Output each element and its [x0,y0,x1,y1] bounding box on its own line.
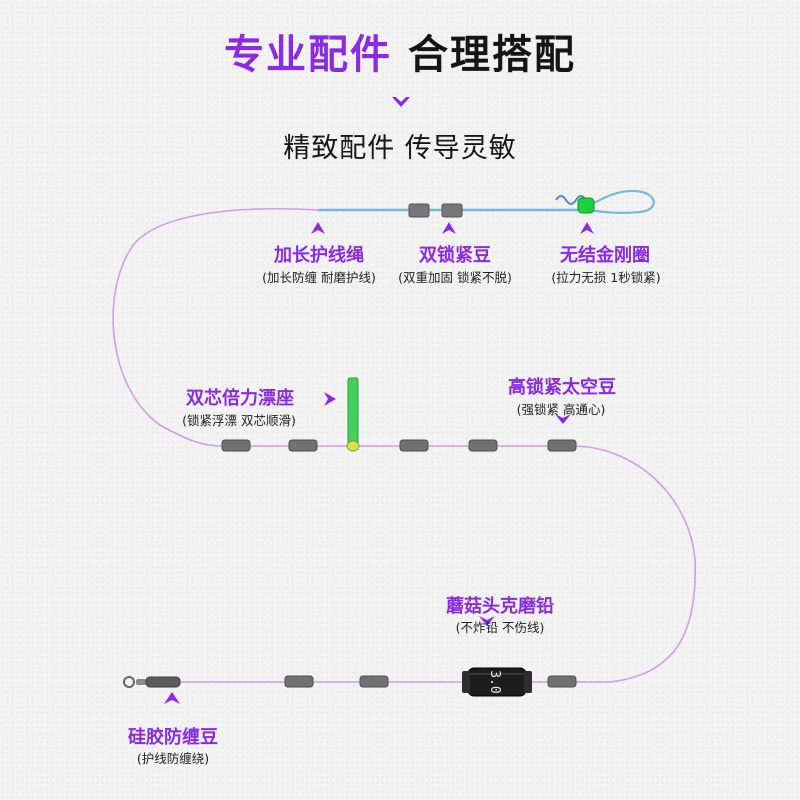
sinker-weight-mark: 3.0 [487,670,502,693]
lock-bead-2 [441,203,463,218]
part-name-space-bean: 高锁紧太空豆 [508,377,616,398]
pointer-arrows [164,222,594,704]
part-desc-space-bean: (强锁紧 高通心) [516,402,606,417]
space-beads-middle [221,439,577,452]
part-name-silicone-bean: 硅胶防缠豆 [128,727,218,748]
part-desc-extension-rope: (加长防缠 耐磨护线) [262,270,376,285]
part-name-float-seat: 双芯倍力漂座 [186,388,294,409]
mushroom-sinker [462,667,532,697]
part-name-knotless-loop: 无结金刚圈 [560,245,650,266]
page-subtitle: 精致配件 传导灵敏 [283,133,517,164]
loop-stopper-bead [577,197,595,214]
part-name-extension-rope: 加长护线绳 [274,245,364,266]
part-name-sinker: 蘑菇头克磨铅 [446,596,554,617]
float-seat-base [346,440,360,452]
part-desc-double-lock-bean: (双重加固 锁紧不脱) [398,270,512,285]
part-name-double-lock-bean: 双锁紧豆 [419,245,491,266]
part-desc-sinker: (不炸铅 不伤线) [455,620,545,635]
fishing-line [112,208,696,683]
part-desc-knotless-loop: (拉力无损 1秒锁紧) [551,270,661,285]
silicone-bead [145,676,181,688]
page-title: 专业配件 合理搭配 [0,22,800,80]
title-chevron-icon [392,97,410,107]
space-beads-bottom [284,675,577,688]
float-seat [347,377,359,445]
title-accent: 专业配件 [224,32,393,78]
diamond-loop [584,189,655,214]
loop-knot [555,195,587,205]
swivel [123,676,146,688]
part-desc-silicone-bean: (护线防缠绕) [136,751,210,766]
title-dark: 合理搭配 [407,32,576,78]
part-desc-float-seat: (锁紧浮漂 双芯顺滑) [182,413,296,428]
lock-bead-1 [408,203,430,218]
